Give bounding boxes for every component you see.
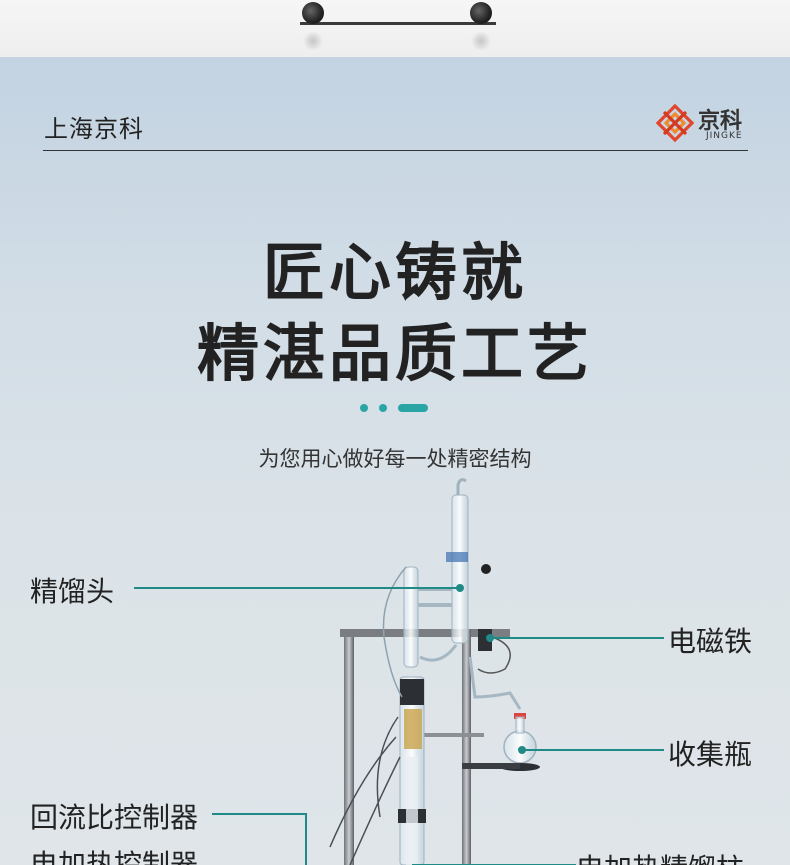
cart-base-bar [300,0,496,25]
red-clip [514,713,526,719]
callout-collection-flask: 收集瓶 [668,738,753,771]
flask-clamp [462,763,520,769]
brand-text: 上海京科 [44,115,144,143]
column-heater [404,709,422,749]
stand-rod-cross [340,629,510,637]
brand-logo: 京科 JINGKE [654,101,754,147]
flask-neck [515,716,525,734]
logo-name: 京科 [698,109,743,134]
side-arm [418,587,452,607]
wheel-reflection-right [470,32,492,50]
leader-dot [486,634,494,642]
clamp-knob [481,564,491,574]
distillation-apparatus-illustration [134,478,664,865]
headline-line-1: 匠心铸就 [262,236,527,309]
callout-heating-controller: 电加热控制器 [30,848,199,865]
leader-reflux-controller [212,813,307,865]
logo-subtext: JINGKE [706,131,743,141]
support-bar [424,733,484,737]
column-packing [406,757,418,865]
leader-dot [518,746,526,754]
product-photo-strip [0,0,790,57]
header-divider [43,150,748,151]
magnet-cable [477,636,511,674]
callout-distillation-head: 精馏头 [30,575,115,608]
caster-wheel-left [302,2,324,24]
caster-wheel-right [470,2,492,24]
accent-dot [360,404,368,412]
subtitle: 为您用心做好每一处精密结构 [258,447,532,471]
stand-rod-left [344,629,354,865]
callout-reflux-controller: 回流比控制器 [30,801,199,834]
controller-cables [329,716,401,865]
thermo-cable [382,566,407,698]
leader-dot [456,584,464,592]
return-line [419,644,458,662]
condenser-tube [451,494,469,644]
headline-line-2: 精湛品质工艺 [196,317,593,390]
column-band [400,679,424,705]
accent-dots [360,404,430,412]
accent-dash [398,404,428,412]
condenser-clip [446,552,468,562]
stand-rod-right [462,629,471,865]
jingke-logo-icon [655,103,695,143]
takeoff-line [468,656,522,710]
callout-heated-column: 电加热精馏柱 [576,847,744,865]
callout-electromagnet: 电磁铁 [668,625,753,658]
accent-dot [379,404,387,412]
condenser-hook [456,478,467,495]
head-tube [403,566,419,668]
wheel-reflection-left [302,32,324,50]
feature-panel: 上海京科 京科 JINGKE 匠心铸就 精湛品质工艺 为您用心做好每一处精密结构 [0,57,790,865]
